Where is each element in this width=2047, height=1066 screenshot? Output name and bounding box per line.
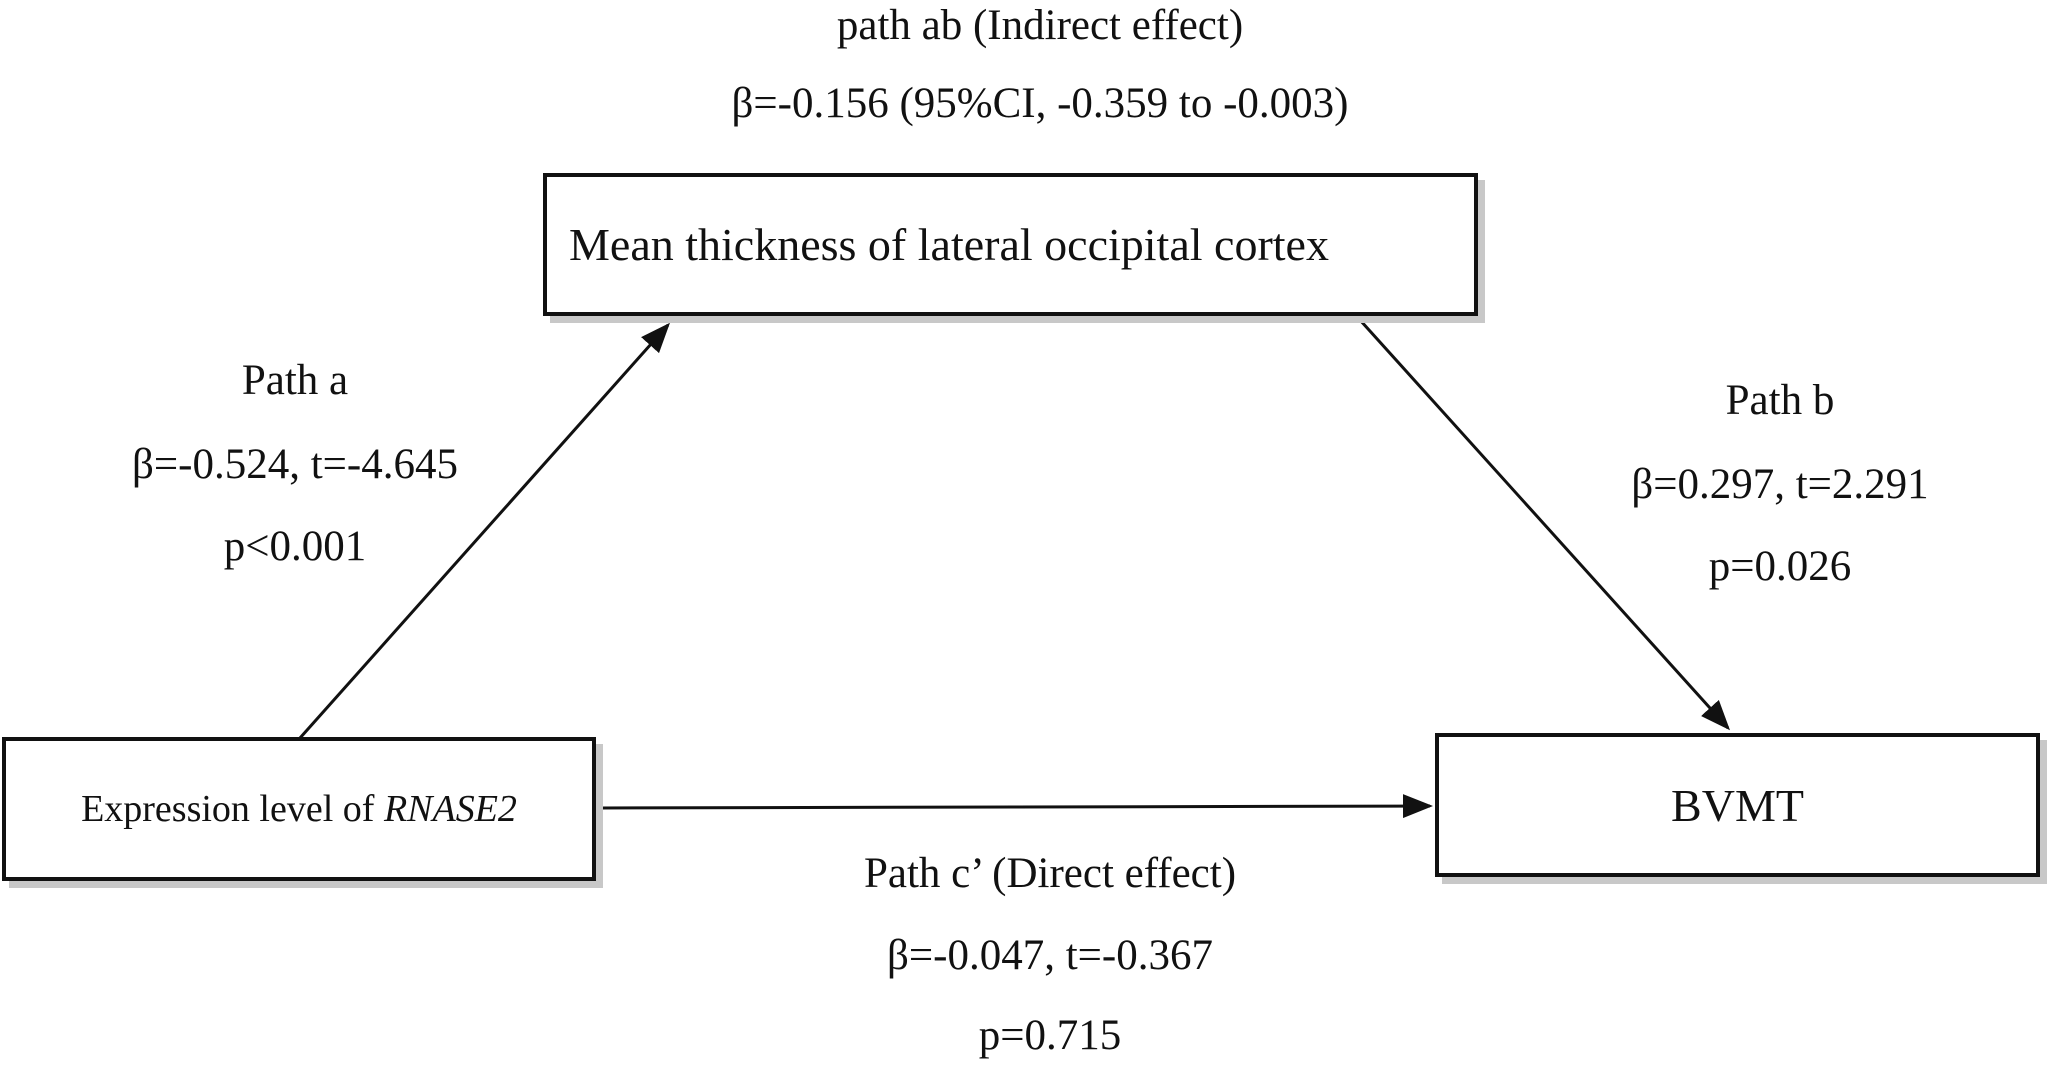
path-a-stats: β=-0.524, t=-4.645 — [132, 441, 458, 488]
independent-variable-label: Expression level of RNASE2 — [81, 787, 517, 831]
independent-variable-prefix: Expression level of — [81, 788, 384, 830]
path-c-prime-stats: β=-0.047, t=-0.367 — [887, 932, 1213, 979]
path-a-p: p<0.001 — [223, 523, 367, 570]
mediator-box: Mean thickness of lateral occipital cort… — [543, 173, 1478, 316]
path-c-prime-label: Path c’ (Direct effect) β=-0.047, t=-0.3… — [780, 848, 1320, 1066]
gene-name: RNASE2 — [383, 788, 517, 830]
path-b-label: Path b β=0.297, t=2.291 p=0.026 — [1560, 375, 2000, 595]
dependent-variable-box: BVMT — [1435, 733, 2040, 877]
path-ab-label: path ab (Indirect effect) β=-0.156 (95%C… — [580, 0, 1500, 140]
independent-variable-box: Expression level of RNASE2 — [2, 737, 596, 881]
path-c-prime-p: p=0.715 — [978, 1012, 1122, 1059]
path-ab-title: path ab (Indirect effect) — [836, 2, 1244, 49]
path-b-title: Path b — [1725, 377, 1835, 424]
path-ab-stats: β=-0.156 (95%CI, -0.359 to -0.003) — [731, 80, 1349, 127]
path-c-prime-title: Path c’ (Direct effect) — [863, 850, 1237, 897]
path-c-prime-arrow — [599, 794, 1433, 819]
path-b-p: p=0.026 — [1708, 543, 1852, 590]
path-a-label: Path a β=-0.524, t=-4.645 p<0.001 — [60, 355, 530, 575]
mediator-label: Mean thickness of lateral occipital cort… — [569, 219, 1329, 270]
path-b-stats: β=0.297, t=2.291 — [1631, 461, 1929, 508]
dependent-variable-label: BVMT — [1671, 779, 1804, 831]
path-a-title: Path a — [241, 357, 349, 404]
